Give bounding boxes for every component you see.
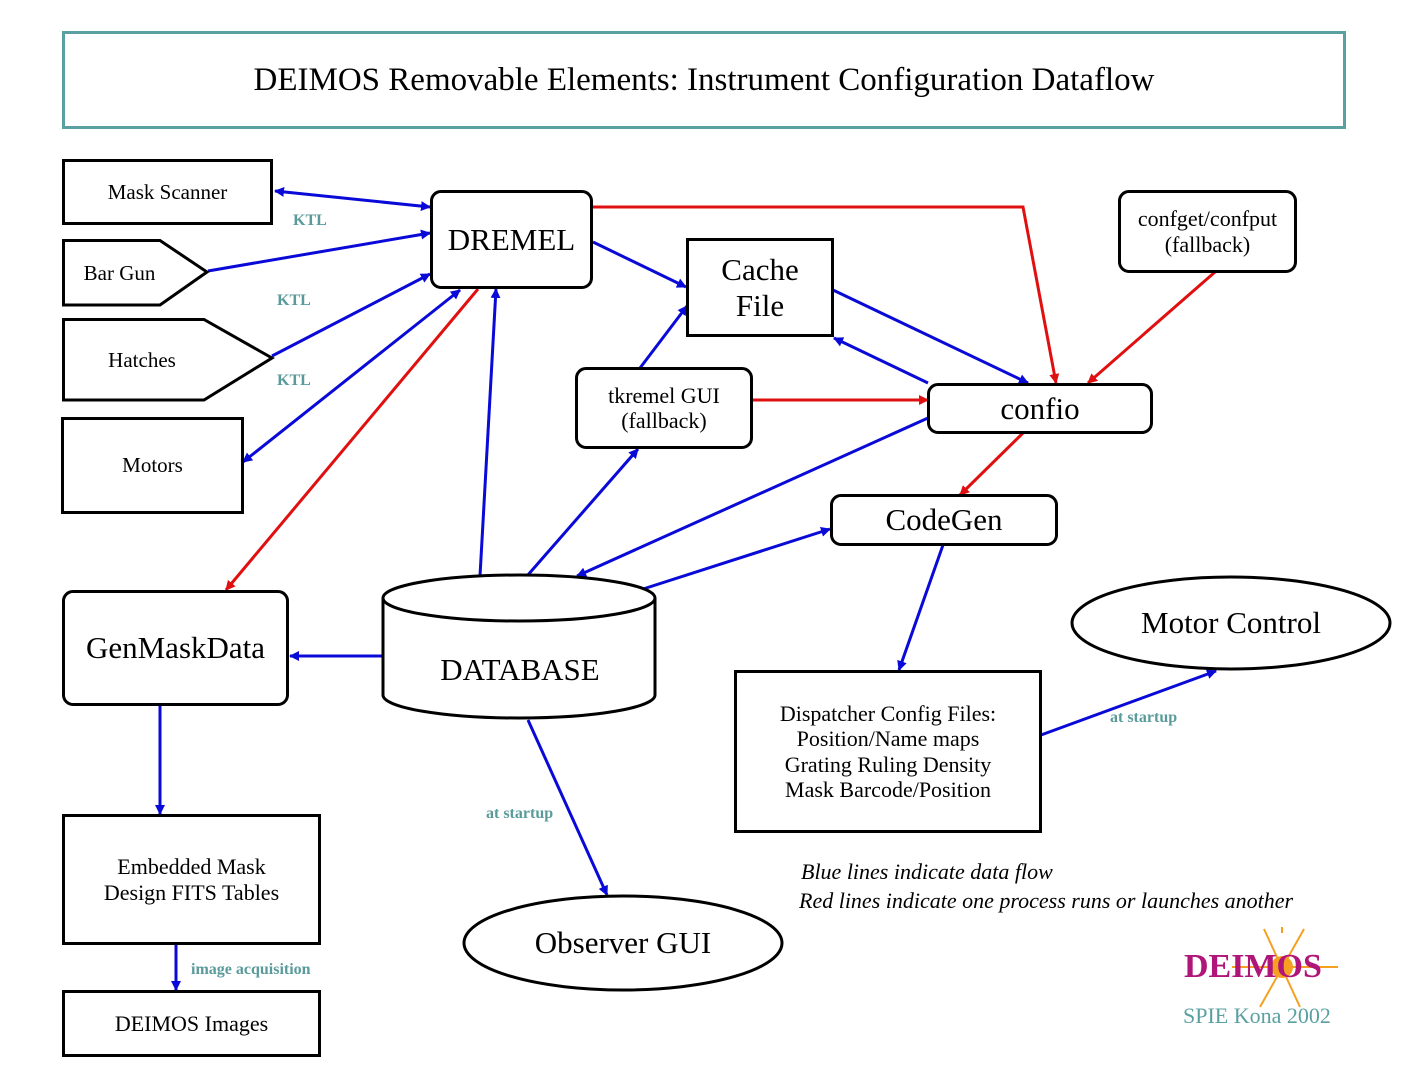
edge-dispatcher-motorcontrol — [1040, 669, 1217, 737]
confget-box: confget/confput (fallback) — [1118, 190, 1297, 273]
edge-codegen-dispatcher — [897, 544, 945, 671]
at-startup-label-db: at startup — [486, 805, 554, 822]
image-acquisition-label: image acquisition — [191, 961, 311, 978]
edge-database-observer — [526, 719, 609, 896]
at-startup-label-motor: at startup — [1110, 709, 1178, 726]
dremel-box: DREMEL — [430, 190, 593, 289]
edge-confio-cache — [833, 336, 929, 385]
codegen-label: CodeGen — [885, 502, 1003, 537]
motor-control-box: Motor Control — [1069, 574, 1393, 672]
edge-bargun-dremel — [207, 229, 431, 273]
edge-dremel-confio — [593, 205, 1060, 384]
deimos-logo-text: DEIMOS — [1184, 948, 1322, 985]
deimos-images-label: DEIMOS Images — [114, 1010, 269, 1036]
motor-control-label: Motor Control — [1141, 605, 1321, 640]
dispatcher-box: Dispatcher Config Files: Position/Name m… — [734, 670, 1042, 833]
edge-motors-dremel — [242, 288, 461, 464]
mask-scanner-box: Mask Scanner — [62, 159, 273, 225]
edge-tkremel-cache — [638, 305, 689, 369]
observer-gui-label: Observer GUI — [534, 925, 712, 960]
edge-dremel-cache — [592, 240, 687, 289]
mask-scanner-label: Mask Scanner — [107, 179, 228, 204]
tkremel-gui-box: tkremel GUI (fallback) — [575, 367, 753, 449]
ktl-label-2: KTL — [277, 292, 311, 309]
database-label: DATABASE — [440, 652, 600, 687]
genmaskdata-box: GenMaskData — [62, 590, 289, 706]
edge-confio-database — [576, 416, 929, 578]
bar-gun-box: Bar Gun — [62, 239, 177, 307]
deimos-star-icon — [1232, 927, 1338, 1008]
motors-label: Motors — [122, 453, 183, 477]
edge-confget-confio — [1087, 270, 1216, 385]
cache-file-box: Cache File — [686, 238, 834, 337]
hatches-label: Hatches — [108, 347, 176, 372]
edge-cache-confio — [832, 288, 1029, 385]
legend-blue: Blue lines indicate data flow — [801, 859, 1053, 884]
confio-box: confio — [927, 383, 1153, 434]
observer-gui-box: Observer GUI — [461, 893, 785, 993]
edge-database-dremel — [478, 288, 501, 577]
dispatcher-label: Dispatcher Config Files: Position/Name m… — [779, 700, 997, 802]
diagram-title: DEIMOS Removable Elements: Instrument Co… — [253, 61, 1155, 98]
edge-confio-codegen — [958, 431, 1025, 497]
database-box: DATABASE — [383, 630, 657, 710]
database-cylinder — [381, 573, 657, 720]
cache-file-label: Cache File — [721, 251, 799, 323]
embedded-box: Embedded Mask Design FITS Tables — [62, 814, 321, 945]
confio-label: confio — [1000, 390, 1080, 426]
motors-box: Motors — [61, 417, 244, 514]
tkremel-gui-label: tkremel GUI (fallback) — [608, 382, 720, 433]
edge-database-tkremel — [525, 448, 640, 577]
hatches-box: Hatches — [62, 318, 222, 402]
observer-gui-ellipse — [462, 894, 784, 992]
edge-database-codegen — [639, 526, 831, 592]
codegen-box: CodeGen — [830, 494, 1058, 546]
dremel-label: DREMEL — [447, 221, 576, 257]
legend-red: Red lines indicate one process runs or l… — [799, 888, 1294, 913]
hatches-shape — [62, 318, 275, 402]
confget-label: confget/confput (fallback) — [1137, 206, 1278, 257]
deimos-images-box: DEIMOS Images — [62, 990, 321, 1057]
ktl-label-1: KTL — [293, 212, 327, 229]
title-box: DEIMOS Removable Elements: Instrument Co… — [62, 31, 1346, 129]
edge-maskscanner-dremel — [274, 186, 431, 212]
bar-gun-shape — [62, 239, 210, 307]
edge-hatches-dremel — [271, 272, 431, 358]
embedded-label: Embedded Mask Design FITS Tables — [103, 854, 280, 905]
spie-caption: SPIE Kona 2002 — [1183, 1003, 1331, 1028]
bar-gun-label: Bar Gun — [83, 260, 156, 285]
edge-dremel-genmask — [224, 288, 480, 591]
genmaskdata-label: GenMaskData — [85, 630, 266, 665]
ktl-label-3: KTL — [277, 372, 311, 389]
motor-control-ellipse — [1070, 575, 1392, 671]
